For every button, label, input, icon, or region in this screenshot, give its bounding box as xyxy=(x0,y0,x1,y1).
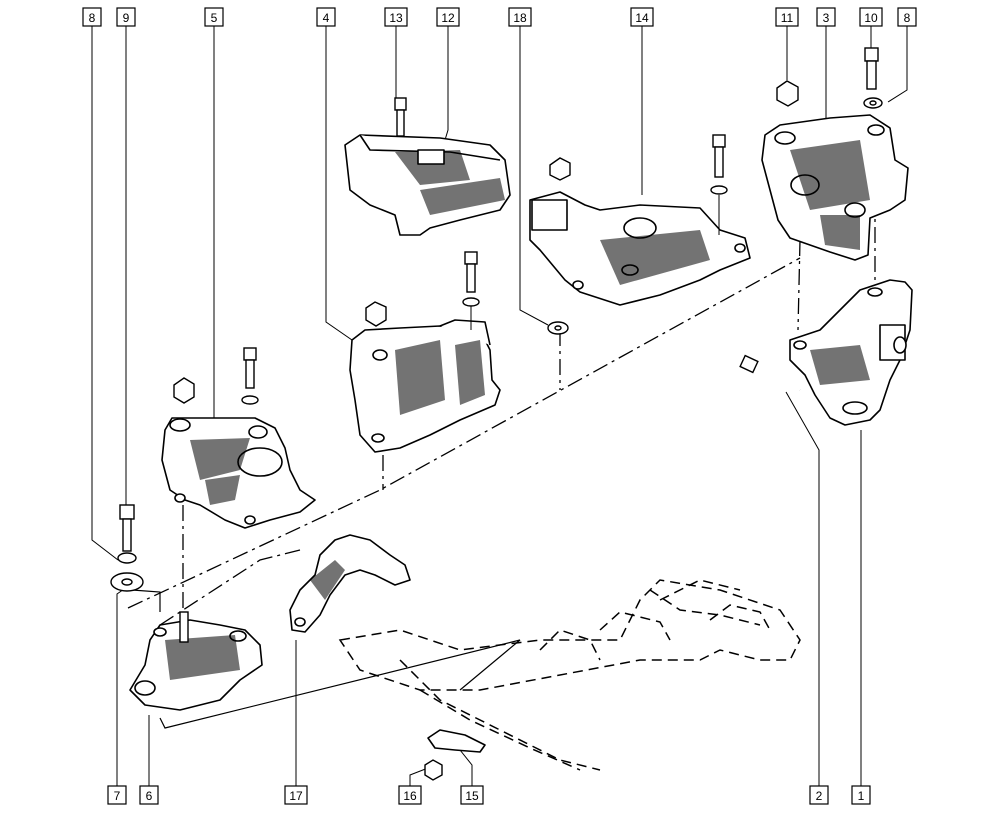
part-17-link xyxy=(289,534,411,633)
part-7-washer xyxy=(110,572,144,592)
part-4-bracket xyxy=(349,319,501,453)
callout-label: 6 xyxy=(146,789,153,803)
callout-label: 2 xyxy=(816,789,823,803)
callout-17: 17 xyxy=(284,785,308,805)
part-11-nut xyxy=(776,80,799,107)
part-5-bracket xyxy=(161,417,316,529)
callout-label: 1 xyxy=(858,789,865,803)
callout-label: 8 xyxy=(904,11,911,25)
part-3-bracket xyxy=(761,114,909,261)
callout-13: 13 xyxy=(384,7,408,27)
callout-6: 6 xyxy=(139,785,159,805)
callout-label: 9 xyxy=(123,11,130,25)
callout-15: 15 xyxy=(460,785,484,805)
callout-label: 11 xyxy=(781,11,794,25)
callout-8-top-right: 8 xyxy=(897,7,917,27)
part-8-washer-right xyxy=(863,97,883,109)
part-15-clip xyxy=(427,729,486,753)
callout-8-top-left: 8 xyxy=(82,7,102,27)
part-5-nut xyxy=(173,377,195,404)
callout-label: 14 xyxy=(635,11,649,25)
part-18-washer xyxy=(547,321,569,335)
callout-label: 18 xyxy=(513,11,527,25)
part-13-bolt xyxy=(394,97,407,137)
part-4-bolt xyxy=(462,251,480,330)
assembly-axes xyxy=(127,198,876,729)
callout-label: 10 xyxy=(864,11,878,25)
part-14-bracket xyxy=(529,191,751,306)
callout-14: 14 xyxy=(630,7,654,27)
callout-label: 16 xyxy=(403,789,417,803)
callout-label: 3 xyxy=(823,11,830,25)
part-14-nut xyxy=(549,157,571,181)
callout-12: 12 xyxy=(436,7,460,27)
part-6-mount xyxy=(129,611,263,711)
callout-label: 15 xyxy=(465,789,479,803)
callout-10: 10 xyxy=(859,7,883,27)
part-16-nut xyxy=(424,759,443,781)
part-1-mount xyxy=(789,279,913,426)
part-5-bolt xyxy=(241,347,259,405)
callout-1: 1 xyxy=(851,785,871,805)
part-10-bolt xyxy=(864,47,879,90)
callout-7: 7 xyxy=(107,785,127,805)
callout-label: 13 xyxy=(389,11,403,25)
callout-label: 4 xyxy=(323,11,330,25)
callout-9: 9 xyxy=(116,7,136,27)
part-9-bolt xyxy=(119,504,135,552)
part-12-cover xyxy=(344,134,511,236)
callout-18: 18 xyxy=(508,7,532,27)
part-4-nut xyxy=(365,301,387,327)
callout-label: 12 xyxy=(441,11,455,25)
callout-label: 5 xyxy=(211,11,218,25)
callout-11: 11 xyxy=(775,7,799,27)
part-8-washer-left xyxy=(117,552,137,564)
callout-label: 7 xyxy=(114,789,121,803)
subframe-outline xyxy=(338,579,801,771)
part-2-bolt xyxy=(739,354,802,393)
callout-3: 3 xyxy=(816,7,836,27)
callout-16: 16 xyxy=(398,785,422,805)
leader-lines xyxy=(91,26,908,786)
callout-label: 17 xyxy=(289,789,303,803)
callout-4: 4 xyxy=(316,7,336,27)
callout-2: 2 xyxy=(809,785,829,805)
callout-label: 8 xyxy=(89,11,96,25)
callout-5: 5 xyxy=(204,7,224,27)
part-14-bolt xyxy=(710,134,728,235)
